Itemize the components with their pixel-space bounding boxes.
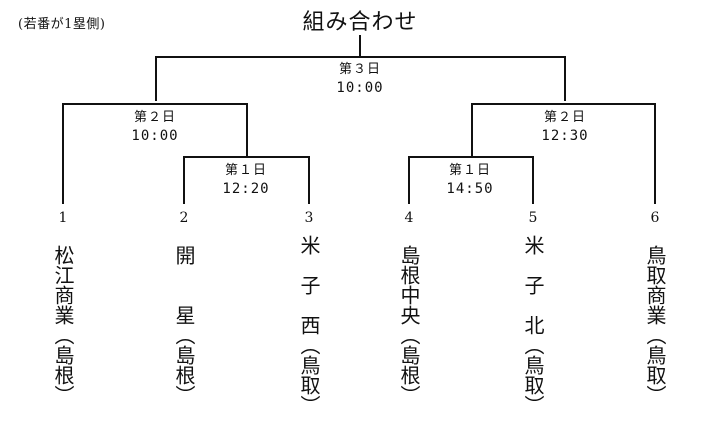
semi-right-day: 第２日 (543, 110, 586, 125)
final-day: 第３日 (338, 62, 381, 77)
team-name: 島根中央（島根） (397, 245, 421, 405)
team-name: 米 子 西（鳥取） (297, 235, 321, 415)
semi-left-time: 10:00 (131, 128, 179, 144)
first-left-time: 12:20 (222, 181, 270, 197)
semi-right-match-label: 第２日 12:30 (520, 109, 610, 145)
team-seed: 2 (179, 210, 189, 226)
team-seed: 1 (58, 210, 68, 226)
final-time: 10:00 (336, 80, 384, 96)
first-left-bracket-line (183, 156, 310, 204)
first-left-day: 第１日 (224, 163, 267, 178)
team-seed: 5 (528, 210, 538, 226)
semi-right-bracket-line (471, 103, 656, 204)
team-name: 米 子 北（鳥取） (521, 235, 545, 415)
first-right-time: 14:50 (446, 181, 494, 197)
semi-left-bracket-line (62, 103, 248, 204)
first-left-match-label: 第１日 12:20 (201, 162, 291, 198)
team-5: 5 米 子 北（鳥取） (513, 208, 553, 417)
team-name: 松江商業（島根） (51, 245, 75, 405)
team-name: 開 星（島根） (172, 245, 196, 405)
team-seed: 3 (304, 210, 314, 226)
team-6: 6 鳥取商業（鳥取） (635, 208, 675, 417)
team-1: 1 松江商業（島根） (43, 208, 83, 417)
page-title: 組み合わせ (302, 10, 418, 35)
first-right-match-label: 第１日 14:50 (425, 162, 515, 198)
semi-left-match-label: 第２日 10:00 (110, 109, 200, 145)
team-4: 4 島根中央（島根） (389, 208, 429, 417)
team-2: 2 開 星（島根） (164, 208, 204, 417)
team-seed: 4 (404, 210, 414, 226)
team-3: 3 米 子 西（鳥取） (289, 208, 329, 417)
semi-left-day: 第２日 (133, 110, 176, 125)
first-right-bracket-line (408, 156, 534, 204)
seed-note: (若番が1塁側) (18, 17, 106, 32)
team-seed: 6 (650, 210, 660, 226)
semi-right-time: 12:30 (541, 128, 589, 144)
first-right-day: 第１日 (448, 163, 491, 178)
team-name: 鳥取商業（鳥取） (643, 245, 667, 405)
final-match-label: 第３日 10:00 (315, 61, 405, 97)
